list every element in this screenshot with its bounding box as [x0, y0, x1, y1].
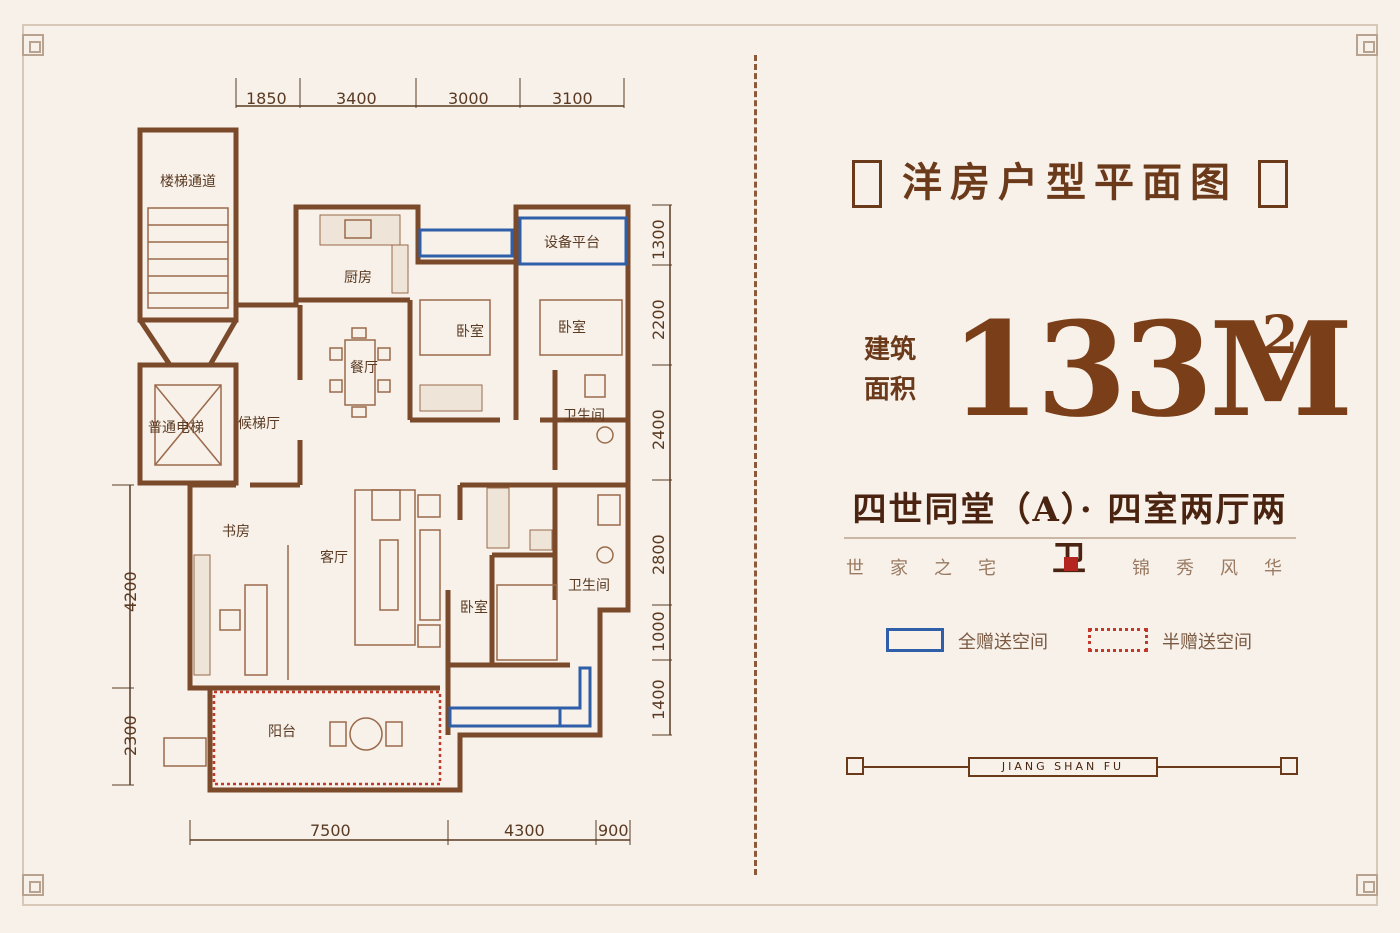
study-furniture [193, 554, 268, 676]
room-label-balcony: 阳台 [268, 724, 296, 740]
left-dimension-line: 4200 2300 [112, 484, 140, 786]
kitchen-stove [391, 244, 409, 294]
page-frame [22, 24, 1378, 906]
motto-left: 世家之宅 [846, 558, 1022, 579]
title-ornament-left [852, 160, 882, 208]
room-label-bedroom3: 卧室 [460, 599, 488, 616]
corner-ornament-bottom-right [1356, 874, 1378, 896]
bath2-fixtures [596, 494, 621, 564]
dim-left-2: 2300 [121, 715, 140, 756]
room-label-dining: 餐厅 [350, 360, 378, 376]
balcony-table [329, 717, 403, 751]
room-label-bedroom2: 卧室 [558, 319, 586, 336]
dim-right-5: 1000 [649, 611, 668, 652]
area-label-line1: 建筑 [863, 335, 916, 365]
legend-half-gift-label: 半赠送空间 [1162, 632, 1252, 653]
dim-bottom-1: 7500 [310, 821, 351, 840]
dim-bottom-3: 900 [598, 821, 629, 840]
bottom-dimension-line: 7500 4300 900 [189, 820, 631, 845]
area-label-line2: 面积 [863, 375, 916, 405]
full-gift-area-corner [560, 666, 592, 728]
dim-right-1: 1300 [649, 219, 668, 260]
right-dimension-line: 1300 2200 2400 2800 1000 1400 [649, 204, 672, 736]
dim-bottom-2: 4300 [504, 821, 545, 840]
subtitle-rule [844, 537, 1296, 539]
floor-plan: 1850 3400 3000 3100 7500 4300 900 1300 2… [112, 78, 672, 845]
room-label-bedroom1: 卧室 [456, 323, 484, 340]
room-label-study: 书房 [222, 524, 250, 540]
half-gift-area-balcony [212, 690, 442, 786]
dim-top-4: 3100 [552, 89, 593, 108]
corner-ornament-bottom-left [22, 874, 44, 896]
wardrobe-bedroom3 [486, 487, 558, 661]
panel-divider [754, 55, 757, 875]
seal-icon [1064, 557, 1078, 571]
full-gift-area-equipment [518, 216, 628, 266]
corner-ornament-top-right [1356, 34, 1378, 56]
brand-ornament-left [846, 757, 864, 775]
dim-top-1: 1850 [246, 89, 287, 108]
page-title: 洋房户型平面图 [902, 159, 1238, 206]
room-label-bath1: 卫生间 [563, 408, 605, 424]
room-label-bath2: 卫生间 [568, 578, 610, 594]
brand-name: JIANG SHAN FU [968, 757, 1158, 777]
dim-top-2: 3400 [336, 89, 377, 108]
bath1-fixtures [584, 374, 614, 444]
room-label-elevator: 普通电梯 [148, 420, 204, 436]
room-label-lobby: 候梯厅 [238, 416, 280, 432]
dim-top-3: 3000 [448, 89, 489, 108]
legend-full-gift-swatch [886, 628, 944, 652]
top-dimension-line: 1850 3400 3000 3100 [235, 78, 625, 108]
dim-right-2: 2200 [649, 299, 668, 340]
full-gift-area-kitchen [418, 228, 514, 258]
corner-ornament-top-left [22, 34, 44, 56]
room-label-kitchen: 厨房 [344, 270, 372, 286]
area-superscript: 2 [1262, 305, 1299, 366]
dim-right-4: 2800 [649, 534, 668, 575]
area-value: 133M [950, 293, 1353, 446]
apartment-walls [187, 204, 631, 793]
kitchen-sink [344, 219, 372, 239]
full-gift-area-bedroom [448, 706, 562, 728]
area-label: 建筑 面积 [850, 330, 930, 410]
room-label-stairs: 楼梯通道 [160, 174, 216, 190]
room-label-living: 客厅 [320, 549, 348, 566]
living-sofa [354, 489, 441, 648]
motto-right: 锦秀风华 [1132, 558, 1308, 579]
unit-subtitle: 四世同堂（A）· 四室两厅两卫 [852, 490, 1288, 579]
bed-bedroom1 [419, 299, 491, 412]
dining-table [329, 327, 391, 418]
dim-right-3: 2400 [649, 409, 668, 450]
dim-left-1: 4200 [121, 571, 140, 612]
ac-unit [163, 737, 207, 767]
brand-ornament-right [1280, 757, 1298, 775]
room-label-equipment: 设备平台 [544, 234, 600, 251]
dim-right-6: 1400 [649, 679, 668, 720]
title-ornament-right [1258, 160, 1288, 208]
legend-half-gift-swatch [1088, 628, 1148, 652]
legend-full-gift-label: 全赠送空间 [958, 632, 1048, 653]
bed-bedroom2 [539, 299, 623, 356]
